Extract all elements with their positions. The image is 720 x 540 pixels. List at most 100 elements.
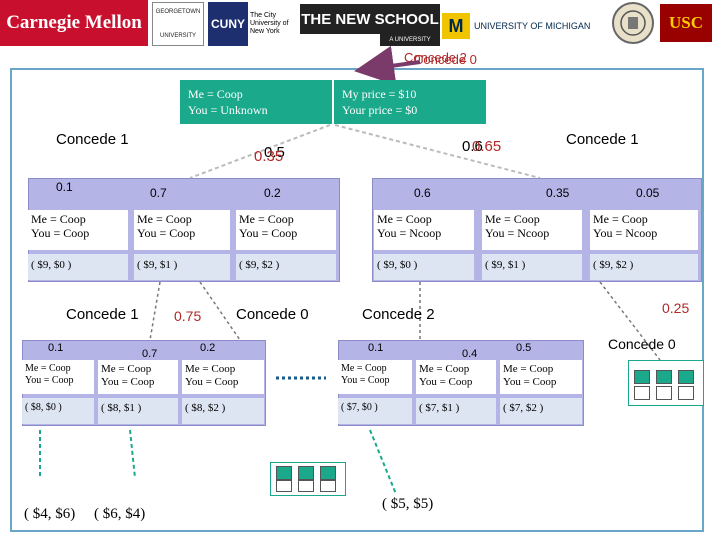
bm-type-1-me: Me = Coop bbox=[419, 363, 470, 375]
coop-prob-0: 0.1 bbox=[56, 180, 73, 194]
bl-type-1-me: Me = Coop bbox=[101, 363, 152, 375]
bl-type-0-me: Me = Coop bbox=[25, 363, 71, 374]
bm-type-1-you: You = Coop bbox=[419, 375, 473, 388]
bm-prob-2: 0.5 bbox=[516, 342, 532, 354]
bottom-node-price-1 bbox=[298, 480, 314, 492]
umich-text: UNIVERSITY OF MICHIGAN bbox=[474, 21, 591, 31]
georgetown-bottom-text: UNIVERSITY bbox=[159, 33, 196, 39]
ncoop-type-0-you: You = Ncoop bbox=[377, 225, 442, 240]
bm-type-0: Me = Coop You = Coop bbox=[338, 360, 412, 394]
coop-type-0-me: Me = Coop bbox=[31, 212, 86, 226]
right-node-type-1 bbox=[656, 370, 672, 384]
coop-type-2-me: Me = Coop bbox=[239, 212, 294, 226]
bl-type-0: Me = Coop You = Coop bbox=[22, 360, 94, 394]
bl-prob-1: 0.7 bbox=[142, 348, 158, 360]
coop-type-0: Me = Coop You = Coop bbox=[28, 210, 128, 250]
prob-right-a: 0.6 bbox=[462, 138, 483, 155]
right-node-price-1 bbox=[656, 386, 672, 400]
bottom-node-price-2 bbox=[320, 480, 336, 492]
bl-type-2-you: You = Coop bbox=[185, 375, 239, 388]
bm-to-outcome-mid bbox=[369, 429, 397, 495]
bl-type-2-me: Me = Coop bbox=[185, 363, 236, 375]
prob-right-b: 0.65 bbox=[472, 138, 502, 155]
prob-025-label: 0.25 bbox=[662, 300, 690, 316]
bl-to-outcome-left2 bbox=[129, 429, 136, 479]
concede-1-left-label: Concede 1 bbox=[56, 131, 129, 148]
cuny-subtitle: The City University of New York bbox=[250, 12, 289, 35]
umich-logo: M UNIVERSITY OF MICHIGAN bbox=[442, 8, 604, 44]
ncoop-type-1: Me = Coop You = Ncoop bbox=[482, 210, 582, 250]
bm-price-1: ( $7, $1 ) bbox=[416, 398, 496, 424]
coop-prob-2: 0.2 bbox=[264, 186, 281, 200]
bm-prob-1: 0.4 bbox=[462, 348, 478, 360]
pointer-arrow bbox=[354, 45, 421, 86]
root-my-price-line: My price = $10 bbox=[342, 87, 417, 101]
coop-type-0-you: You = Coop bbox=[31, 225, 90, 240]
ncoop-prob-2: 0.05 bbox=[636, 186, 660, 200]
ncoop-type-0-me: Me = Coop bbox=[377, 212, 432, 226]
prob-left-b: 0.35 bbox=[254, 148, 284, 165]
coop-type-2: Me = Coop You = Coop bbox=[236, 210, 336, 250]
right-node-price-2 bbox=[678, 386, 694, 400]
right-node-type-0 bbox=[634, 370, 650, 384]
root-your-price-line: Your price = $0 bbox=[342, 103, 418, 117]
ncoop-type-2-you: You = Ncoop bbox=[593, 225, 658, 240]
bm-prob-0: 0.1 bbox=[368, 342, 384, 354]
root-me-line: Me = Coop bbox=[188, 87, 243, 101]
prob-left-a: 0.5 bbox=[264, 144, 285, 161]
bl-type-0-you: You = Coop bbox=[25, 374, 74, 386]
prob-075-label: 0.75 bbox=[174, 308, 202, 324]
cuny-logo: CUNY bbox=[208, 2, 248, 46]
bl-price-0: ( $8, $0 ) bbox=[22, 398, 94, 424]
bl-type-2: Me = Coop You = Coop bbox=[182, 360, 264, 394]
georgetown-logo: GEORGETOWN UNIVERSITY bbox=[152, 2, 204, 46]
coop-prob-1: 0.7 bbox=[150, 186, 167, 200]
bl-price-2: ( $8, $2 ) bbox=[182, 398, 264, 424]
coop-to-bl-branch bbox=[149, 281, 161, 341]
top-concede-label-b: Concede 0 bbox=[414, 52, 477, 67]
bl-type-1-you: You = Coop bbox=[101, 375, 155, 388]
bm-type-0-me: Me = Coop bbox=[341, 363, 387, 374]
coop-price-2: ( $9, $2 ) bbox=[236, 254, 336, 280]
outcome-mid: ( $5, $5) bbox=[382, 496, 434, 512]
ncoop-price-2: ( $9, $2 ) bbox=[590, 254, 698, 280]
bottom-node-price-0 bbox=[276, 480, 292, 492]
concede-1-level2-label: Concede 1 bbox=[66, 306, 139, 323]
ncoop-to-concede0-branch bbox=[599, 281, 661, 361]
root-you-line: You = Unknown bbox=[188, 103, 268, 117]
concede-0-right-label: Concede 0 bbox=[608, 336, 676, 352]
coop-to-concede0-branch bbox=[199, 281, 241, 341]
right-node-price-0 bbox=[634, 386, 650, 400]
bl-price-1: ( $8, $1 ) bbox=[98, 398, 178, 424]
bl-type-1: Me = Coop You = Coop bbox=[98, 360, 178, 394]
outcome-left2: ( $6, $4) bbox=[94, 506, 146, 522]
ncoop-type-2: Me = Coop You = Ncoop bbox=[590, 210, 698, 250]
newschool-logo: THE NEW SCHOOL bbox=[300, 4, 440, 34]
right-node-type-2 bbox=[678, 370, 694, 384]
bm-type-2-me: Me = Coop bbox=[503, 363, 554, 375]
coop-price-1: ( $9, $1 ) bbox=[134, 254, 230, 280]
ncoop-prob-0: 0.6 bbox=[414, 186, 431, 200]
root-me-you-box: Me = Coop You = Unknown bbox=[180, 80, 332, 124]
bl-prob-2: 0.2 bbox=[200, 342, 216, 354]
newschool-subtitle: A UNIVERSITY bbox=[380, 34, 440, 46]
concede-0-level2-label: Concede 0 bbox=[236, 306, 309, 323]
ncoop-price-1: ( $9, $1 ) bbox=[482, 254, 582, 280]
bm-price-0: ( $7, $0 ) bbox=[338, 398, 412, 424]
bm-type-2-you: You = Coop bbox=[503, 375, 557, 388]
ncoop-type-0: Me = Coop You = Ncoop bbox=[374, 210, 474, 250]
ncoop-type-2-me: Me = Coop bbox=[593, 212, 648, 226]
ncoop-price-0: ( $9, $0 ) bbox=[374, 254, 474, 280]
usc-logo: USC bbox=[660, 4, 712, 42]
bm-type-2: Me = Coop You = Coop bbox=[500, 360, 582, 394]
bottom-node-type-1 bbox=[298, 466, 314, 480]
cmu-logo: Carnegie Mellon bbox=[0, 0, 148, 46]
outcome-left: ( $4, $6) bbox=[24, 506, 76, 522]
seal-icon bbox=[620, 10, 646, 36]
bl-prob-0: 0.1 bbox=[48, 342, 64, 354]
ncoop-prob-1: 0.35 bbox=[546, 186, 570, 200]
concede-2-level2-label: Concede 2 bbox=[362, 306, 435, 323]
coop-type-2-you: You = Coop bbox=[239, 225, 298, 240]
bm-type-0-you: You = Coop bbox=[341, 374, 390, 386]
coop-type-1: Me = Coop You = Coop bbox=[134, 210, 230, 250]
